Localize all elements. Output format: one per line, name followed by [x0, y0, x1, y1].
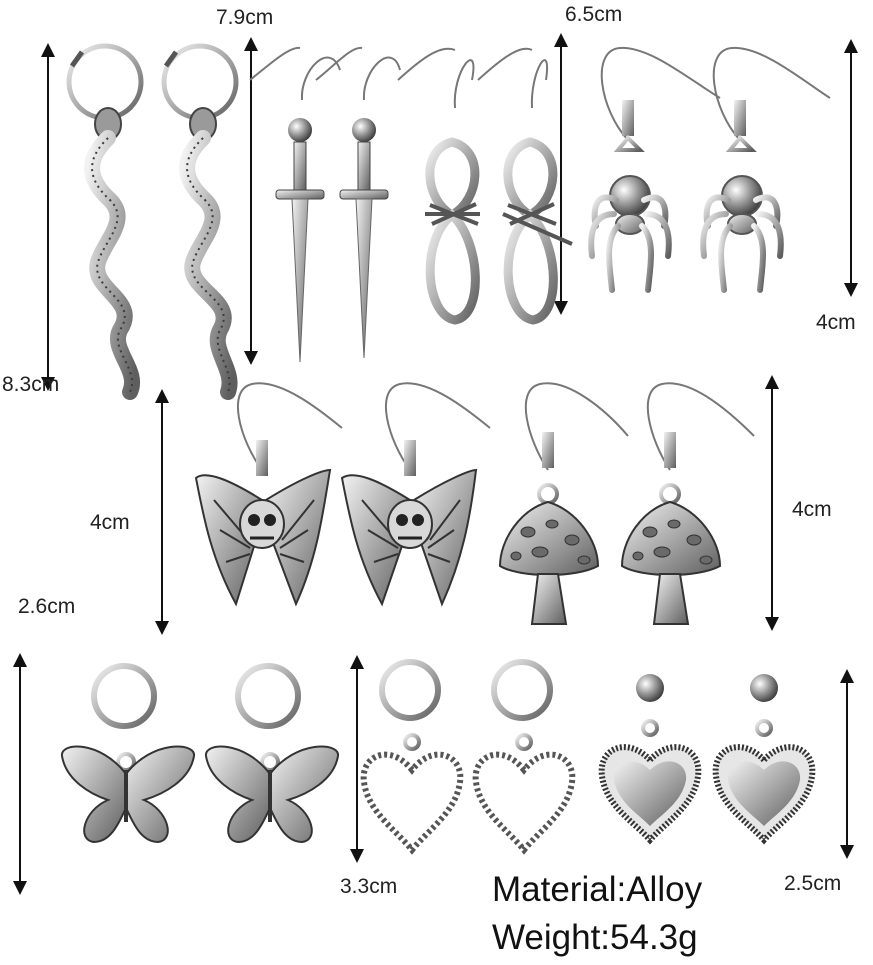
- barbed-length-label: 6.5cm: [565, 3, 623, 26]
- spider-length-label: 4cm: [816, 311, 856, 334]
- heart-stud-length-label: 2.5cm: [784, 872, 842, 895]
- heart-outline-earring-left: [360, 659, 464, 855]
- dagger-earring-left: [249, 46, 341, 363]
- heart-outline-length-label: 3.3cm: [340, 875, 398, 898]
- heart-outline-earring-right: [472, 659, 576, 855]
- spider-earring-right: [700, 46, 831, 293]
- snake-hoop-earring-left: [66, 43, 144, 400]
- mushroom-earring-right: [620, 382, 755, 625]
- spider-earring-left: [588, 46, 721, 293]
- skull-butterfly-length-label: 4cm: [90, 511, 130, 534]
- skull-butterfly-earring-left: [194, 382, 343, 607]
- barbed-wire-earring-left: [397, 47, 480, 325]
- snake-length-label: 8.3cm: [2, 373, 60, 396]
- mushroom-earring-left: [498, 382, 629, 625]
- barbed-wire-earring-right: [477, 47, 573, 325]
- heart-stud-earring-right: [712, 674, 816, 845]
- heart-stud-earring-left: [598, 674, 702, 845]
- dimension-arrows: [13, 33, 858, 895]
- dagger-earring-right: [315, 46, 401, 359]
- snake-hoop-earring-right: [161, 43, 239, 400]
- material-spec: Material:Alloy: [492, 870, 703, 909]
- dagger-length-label: 7.9cm: [216, 6, 274, 29]
- butterfly-length-label: 2.6cm: [18, 595, 76, 618]
- weight-spec: Weight:54.3g: [492, 918, 698, 957]
- butterfly-hoop-earring-right: [205, 663, 339, 844]
- skull-butterfly-earring-right: [340, 382, 491, 607]
- mushroom-length-label: 4cm: [792, 498, 832, 521]
- butterfly-hoop-earring-left: [61, 663, 195, 844]
